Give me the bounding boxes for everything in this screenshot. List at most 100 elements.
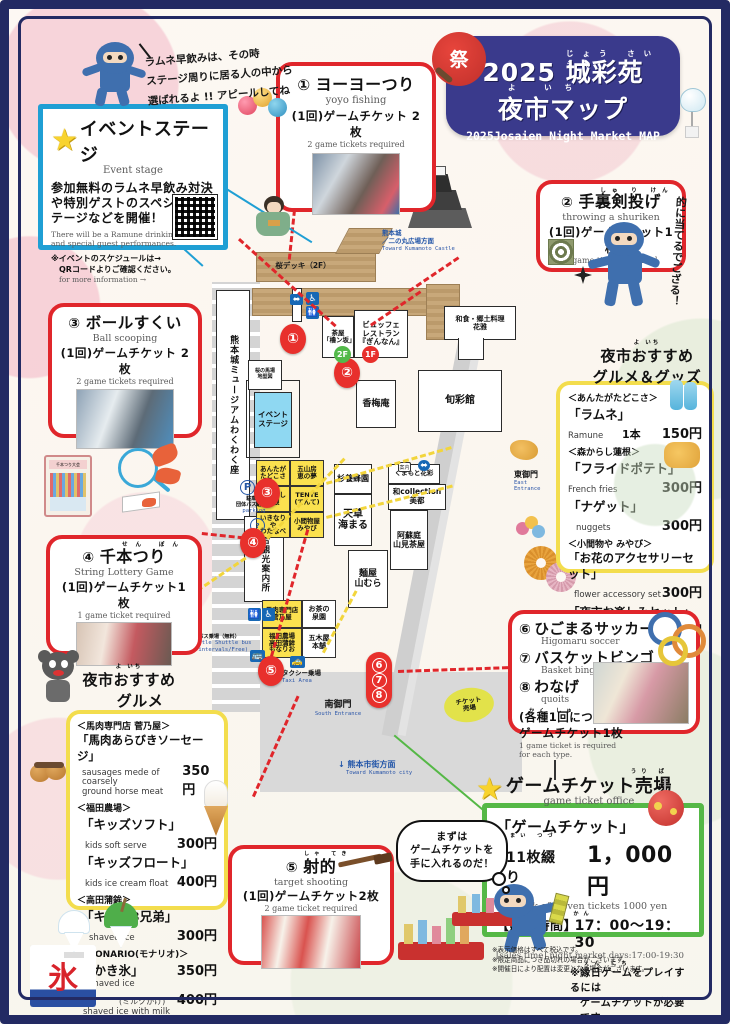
game-8-en: quoits [541, 695, 570, 705]
food-item-0-en: sausages mede of coarsely ground horse m… [82, 767, 164, 798]
game-3-title-en: Ball scooping [92, 333, 158, 344]
game-3-no: ③ [68, 316, 81, 332]
map-building-museum: 熊本城ミュージアムわくわく座 [216, 290, 250, 520]
food-item-3-price: 300円 [176, 929, 217, 944]
gourmet-left-card: ＜馬肉専門店 菅乃屋＞ 「馬肉あらびきソーセージ」 sausages mede … [66, 710, 228, 1024]
map-box-small [292, 288, 302, 322]
map-building-shunsaikan: 旬彩館 [418, 370, 502, 432]
map-marker-6: 6 [371, 657, 387, 673]
game-1-no: ① [297, 76, 311, 94]
event-stage-note-jp-1: ※イベントのスケジュールは→ [51, 253, 161, 263]
gourmet-left-heading: よ いち 夜市おすすめ グルメ [54, 662, 204, 711]
ticket-office-note-jp-2: ゲームチケットが必要です。 [580, 998, 685, 1024]
map-building-buffet: ビュッフェ レストラン 『ぎんなん』 [354, 310, 408, 358]
food-item-0-price: 350円 [182, 764, 210, 798]
map-building-asoniwa: 阿蘇庭 山見茶屋 [390, 510, 428, 570]
yukata-girl-deco [252, 196, 294, 240]
map-marker-2[interactable]: ② [334, 358, 360, 388]
game-1-title-jp: ヨーヨーつり [315, 75, 415, 94]
kori-kanji: 氷 [48, 961, 78, 996]
game-678-ticket-jp-2: ゲームチケット1枚 [519, 726, 624, 740]
map-box-sakura-baba: 桜の馬場 地型図 [248, 360, 282, 390]
game-6-en: Higomaru soccer [541, 637, 620, 647]
venue-map: 熊本城ミュージアムわくわく座 桜デッキ（2F） 茶屋 「櫓ン坂」 ビュッフェ レ… [160, 209, 541, 798]
speech-bottom-ninja: まずは ゲームチケットを 手に入れるのだ！ [410, 831, 494, 870]
game-8-jp: わなげ [534, 680, 580, 696]
goods-item-3-price: 300円 [661, 586, 702, 601]
game-3-title-jp: ボールすくい [85, 314, 182, 332]
toy-rifle-icon [337, 852, 394, 870]
ticket-office-title-en: game ticket office [543, 796, 635, 807]
footnote-0: ※表示価格はすべて税込です。 [492, 946, 582, 954]
shooting-prizes-deco [398, 916, 484, 962]
food-item-1-jp: 「キッズソフト」 [81, 817, 182, 832]
food-shop-2: ＜高田蒲鉾＞ [77, 896, 132, 906]
speech-bubble-bottom: まずは ゲームチケットを 手に入れるのだ！ [396, 820, 508, 882]
map-stall-fukuda: 福田農場 高田蒲鉾 もなりお [262, 628, 302, 658]
game-4-title-jp: 千本つり [99, 547, 166, 566]
matsuri-fan-icon: 祭 [432, 32, 486, 86]
ticket-office-note-jp-1: ※縁日ゲームをプレイするには [570, 968, 685, 994]
food-item-4-en: shaved ice [89, 979, 135, 989]
poster-title-jp-2: 夜市マップ [497, 95, 628, 124]
ticket-office-price: 1，000円 [586, 843, 673, 900]
event-stage-title-jp: イベントステージ [79, 119, 210, 166]
map-stall-ochanoizumien: お茶の 泉園 [302, 600, 336, 628]
chochin-deco [122, 488, 160, 513]
kakigori-deco [52, 910, 96, 968]
food-shop-0: ＜馬肉専門店 菅乃屋＞ [77, 722, 171, 732]
game-678-photo [593, 662, 689, 724]
game-2-title-jp: 手裏剣投げ [578, 192, 661, 211]
goods-item-3-jp: 「お花のアクセサリーセット」 [568, 551, 694, 581]
game-678-ticket-jp-1: (各種1回につき) [519, 710, 612, 724]
ticket-office-note-ruby: えん にち [584, 961, 632, 967]
map-marker-3[interactable]: ③ [254, 478, 280, 508]
map-marker-5[interactable]: ⑤ [258, 656, 284, 686]
game-7-en: Basket bingo [541, 666, 601, 676]
map-building-hanamiyabi: 和食・郷土料理 花雅 [444, 306, 516, 340]
ninja-top [81, 40, 148, 108]
map-marker-678[interactable]: 6 7 8 [366, 652, 392, 708]
qr-code[interactable] [172, 194, 218, 240]
ticket-office-hours: 17：00〜19：30 [574, 918, 680, 951]
ticket-office-heading: ★ うり ば ゲームチケット売場 game ticket office [476, 769, 712, 807]
gourmet-left-heading-1: 夜市おすすめ [82, 671, 176, 689]
game-2-target-photo [548, 239, 574, 265]
goods-item-1-en: French fries [568, 485, 618, 495]
event-stage-body-en-2: and special guest performances. [51, 238, 177, 248]
wheelchair-icon-2: ♿ [262, 608, 275, 621]
food-item-2-jp: 「キッズフロート」 [81, 855, 194, 870]
map-floor-1f: 1F [362, 346, 379, 363]
star-icon-2: ★ [476, 771, 503, 807]
gourmet-left-heading-2: グルメ [116, 692, 164, 710]
food-item-2-en: kids ice cream float [85, 879, 169, 889]
map-deck-upper [256, 252, 376, 282]
game-678-ticket-en-1: 1 game ticket is required [519, 741, 617, 750]
map-label-south-entrance: 南御門 South Entrance [314, 700, 362, 717]
map-marker-1[interactable]: ① [280, 324, 306, 354]
map-floor-2f: 2F [334, 346, 351, 363]
map-marker-4[interactable]: ④ [240, 528, 266, 558]
game-4-photo [76, 622, 172, 666]
taxi-icon: 🚕 [290, 656, 305, 668]
gourmet-left-ruby: よ いち [115, 664, 143, 670]
game-5-ticket-jp: (1回)ゲームチケット2枚 [242, 889, 380, 903]
ninja-bottom [488, 880, 570, 954]
food-item-4-jp: 「かき氷」 [81, 963, 144, 978]
ticket-office-count-ruby: まい つづ [510, 833, 558, 839]
goods-item-3-en: flower accessory set [574, 590, 661, 600]
game-2-title-en: throwing a shuriken [562, 212, 660, 223]
wheelchair-icon: ♿ [306, 292, 319, 305]
game-678-ruby: かく しゅ [529, 708, 577, 714]
temari-ball-deco [644, 778, 688, 828]
game-1-ticket-jp: (1回)ゲームチケット 2枚 [291, 109, 421, 139]
goods-item-0-jp: 「ラムネ」 [568, 407, 631, 422]
game-card-4: せん ぼん ④ 千本つり String Lottery Game (1回)ゲーム… [46, 535, 202, 666]
game-4-ruby: せん ぼん [122, 542, 186, 548]
game-7-no: ⑦ [519, 651, 532, 667]
map-stall-tente: TENTE (てんて) [290, 486, 324, 512]
map-building-amakusa: 天草 海まる [334, 494, 372, 546]
title-ruby-1: じょう さい えん [566, 49, 661, 69]
game-2-no: ② [561, 195, 574, 211]
